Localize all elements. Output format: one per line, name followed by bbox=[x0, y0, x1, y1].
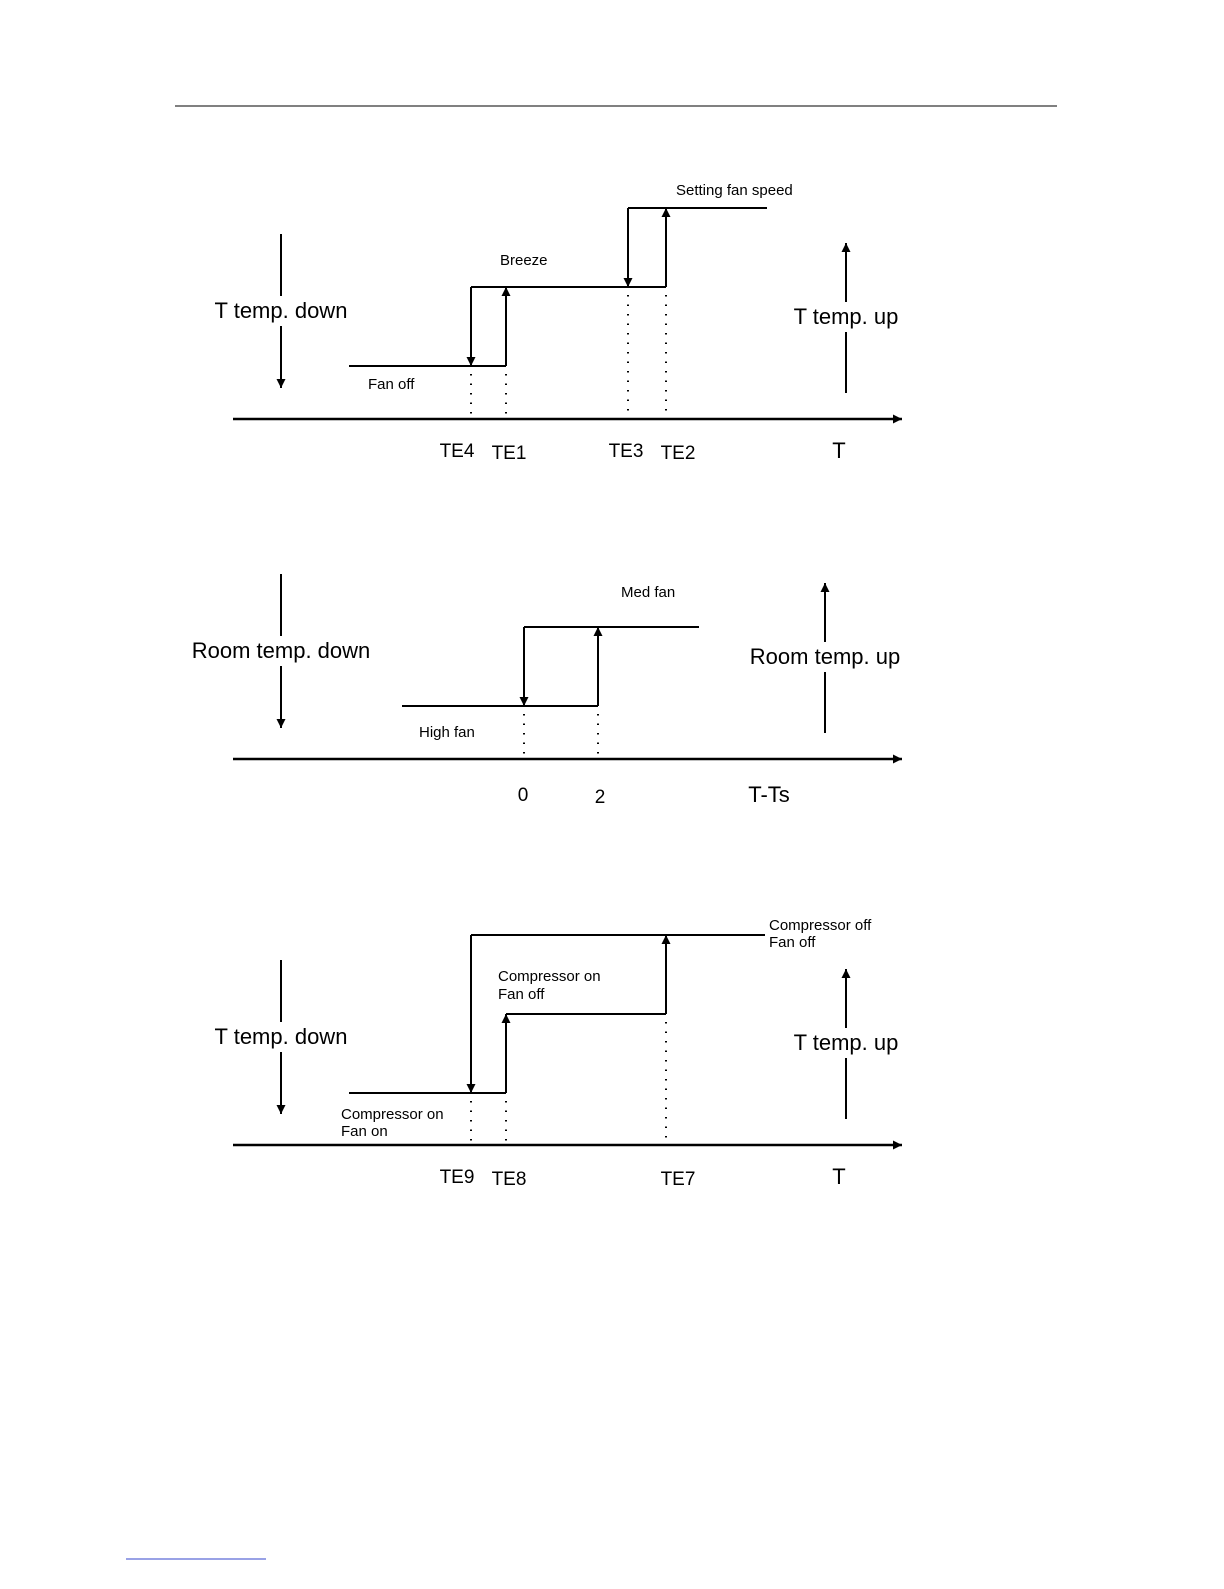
tick-label: TE8 bbox=[492, 1169, 527, 1190]
state-label: Fan off bbox=[498, 986, 545, 1003]
axis-label: T bbox=[832, 438, 845, 463]
left-label: T temp. down bbox=[215, 1024, 348, 1049]
tick-label: TE4 bbox=[440, 441, 475, 462]
right-label: T temp. up bbox=[794, 1030, 899, 1055]
state-label: High fan bbox=[419, 724, 475, 741]
diagram-compressor: T temp. down T temp. up Compressor on Fa… bbox=[215, 917, 902, 1190]
tick-label: TE2 bbox=[661, 443, 696, 464]
tick-label: TE9 bbox=[440, 1167, 475, 1188]
tick-label: 2 bbox=[595, 787, 606, 808]
axis-label: T bbox=[832, 1164, 845, 1189]
right-label: Room temp. up bbox=[750, 644, 900, 669]
state-label: Fan off bbox=[769, 934, 816, 951]
diagram-room-temp: Room temp. down Room temp. up High fan M… bbox=[192, 574, 902, 808]
state-label: Med fan bbox=[621, 584, 675, 601]
state-label: Compressor on bbox=[341, 1106, 444, 1123]
left-label: T temp. down bbox=[215, 298, 348, 323]
state-label: Compressor off bbox=[769, 917, 872, 934]
state-label: Fan off bbox=[368, 376, 415, 393]
axis-label: T-Ts bbox=[748, 782, 790, 807]
diagram-fan-hysteresis: T temp. down T temp. up Fan off Breeze S… bbox=[215, 182, 902, 464]
tick-label: TE3 bbox=[609, 441, 644, 462]
state-label: Fan on bbox=[341, 1123, 388, 1140]
tick-label: 0 bbox=[518, 785, 529, 806]
right-label: T temp. up bbox=[794, 304, 899, 329]
state-label: Setting fan speed bbox=[676, 182, 793, 199]
tick-label: TE1 bbox=[492, 443, 527, 464]
left-label: Room temp. down bbox=[192, 638, 371, 663]
state-label: Breeze bbox=[500, 252, 548, 269]
tick-label: TE7 bbox=[661, 1169, 696, 1190]
state-label: Compressor on bbox=[498, 968, 601, 985]
